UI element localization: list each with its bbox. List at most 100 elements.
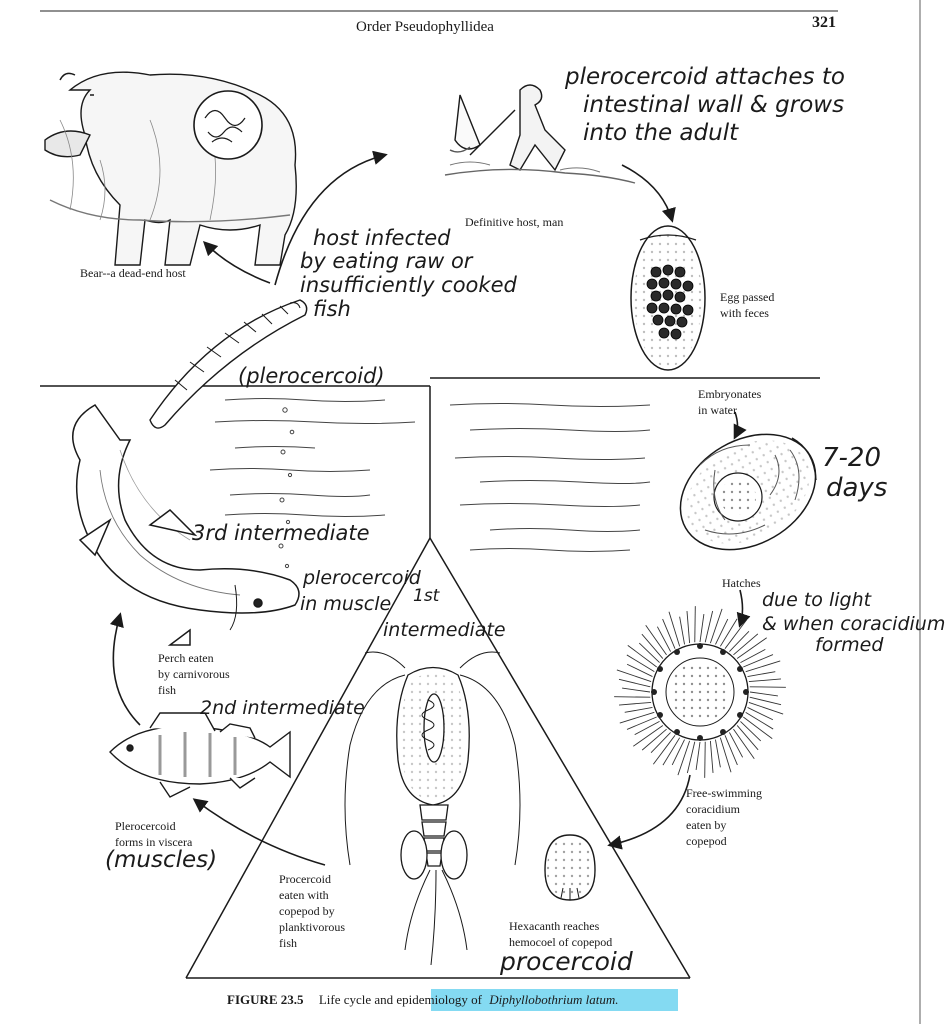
cilium [747,707,774,721]
cilium [633,725,664,747]
cilium [715,739,721,768]
cilium [748,701,784,715]
caption-text: Life cycle and epidemiology of [319,992,483,1007]
cilium [668,611,681,647]
cilium [656,626,672,652]
cycle-arrows [109,150,751,866]
cilium [736,637,767,659]
cilium [641,728,667,751]
cilium [733,633,759,656]
note-attaches-line3: into the adult [583,120,739,146]
cilium [634,720,660,736]
cilium [618,678,651,688]
cilium [743,654,774,668]
egg-label-line2: with feces [720,306,769,320]
cilium [626,716,657,730]
cilium [740,721,762,742]
cilium [616,669,652,683]
plerocercoid-larva-illustration [149,299,308,429]
bear-illustration [44,71,297,266]
cilium [724,735,738,766]
triangle-left [185,537,431,979]
cilium [704,741,706,778]
cilium [740,648,766,664]
embryonates-label-line2: in water [698,403,737,417]
cilium [626,663,653,677]
cilium [715,618,729,645]
figure-caption: FIGURE 23.5 Life cycle and epidemiology … [227,992,619,1007]
hexacanth-label-line2: hemocoel of copepod [509,935,612,949]
note-days-line1: 7-20 [822,443,881,473]
note-days-line2: days [826,473,887,503]
note-plerocercoid: (plerocercoid) [238,364,385,388]
perch-eaten-label-line2: by carnivorous [158,667,230,681]
perch-eaten-label-line1: Perch eaten [158,651,214,665]
note-plerocercoid-muscle-line2: in muscle [300,593,391,615]
copepod-illustration [344,651,521,966]
hexacanth-label-line1: Hexacanth reaches [509,919,600,933]
note-infected-line4: fish [313,297,351,321]
note-procercoid: procercoid [499,947,633,976]
cilium [686,611,691,644]
note-light-line2: & when coracidium [762,613,945,635]
bubbles [278,407,295,569]
procercoid-illustration [544,834,596,901]
fisherman-illustration [444,84,636,184]
procercoid-eaten-label-line4: planktivorous [279,920,345,934]
plerocercoid-viscera-label-line1: Plerocercoid [115,819,176,833]
cilium [619,701,652,706]
cilium [736,725,759,751]
note-light-line3: formed [815,634,884,656]
cilium [677,740,691,776]
cilium [614,696,651,698]
cilium [733,728,755,759]
cilium [709,740,714,773]
free-swimming-label-line4: copepod [686,834,727,848]
handwritten-notes: plerocercoid attaches to intestinal wall… [105,64,945,976]
arrow-egg-to-embryo [733,411,747,440]
cilium [719,737,732,773]
cilium [749,696,782,706]
note-second-intermediate: 2nd intermediate [200,697,365,719]
note-infected-line1: host infected [313,226,451,250]
cilium [626,654,655,673]
note-third-intermediate: 3rd intermediate [192,521,370,545]
plerocercoid-viscera-label-line2: forms in viscera [115,835,193,849]
cilium [622,687,651,693]
free-swimming-label-line1: Free-swimming [686,786,762,800]
procercoid-eaten-label-line3: copepod by [279,904,335,918]
coracidium-illustration [614,606,786,778]
perch-illustration [109,712,291,798]
cilium [728,732,744,758]
definitive-host-label: Definitive host, man [465,215,563,229]
note-first-line2: intermediate [383,619,506,641]
cilium [743,716,773,740]
cilium [749,691,778,697]
triangle-right [429,537,691,979]
egg-illustration [630,225,706,371]
arrow-coracidium-to-copepod [607,774,691,850]
note-infected-line3: insufficiently cooked [300,273,517,297]
arrow-perch-to-trout [109,612,141,726]
cilium [641,633,664,659]
egg-label-line1: Egg passed [720,290,774,304]
trout-illustration [72,404,300,646]
arrow-man-to-egg [621,164,676,223]
note-light-line1: due to light [762,589,873,611]
arrow-embryo-to-coracidium [736,589,751,628]
free-swimming-label-line2: coracidium [686,802,741,816]
note-first-line1: 1st [413,586,441,606]
procercoid-eaten-label-line1: Procercoid [279,872,331,886]
figure-label: FIGURE 23.5 [227,992,304,1007]
arrow-fish-to-bear [202,240,271,284]
hatches-label: Hatches [722,576,761,590]
cilium [699,614,705,643]
cilium [747,671,776,677]
cilium [652,735,676,765]
note-attaches-line1: plerocercoid attaches to [564,64,845,90]
bear-label: Bear--a dead-end host [80,266,186,280]
cilium [662,737,681,766]
perch-eaten-label-line3: fish [158,683,176,697]
cilium [671,739,685,766]
